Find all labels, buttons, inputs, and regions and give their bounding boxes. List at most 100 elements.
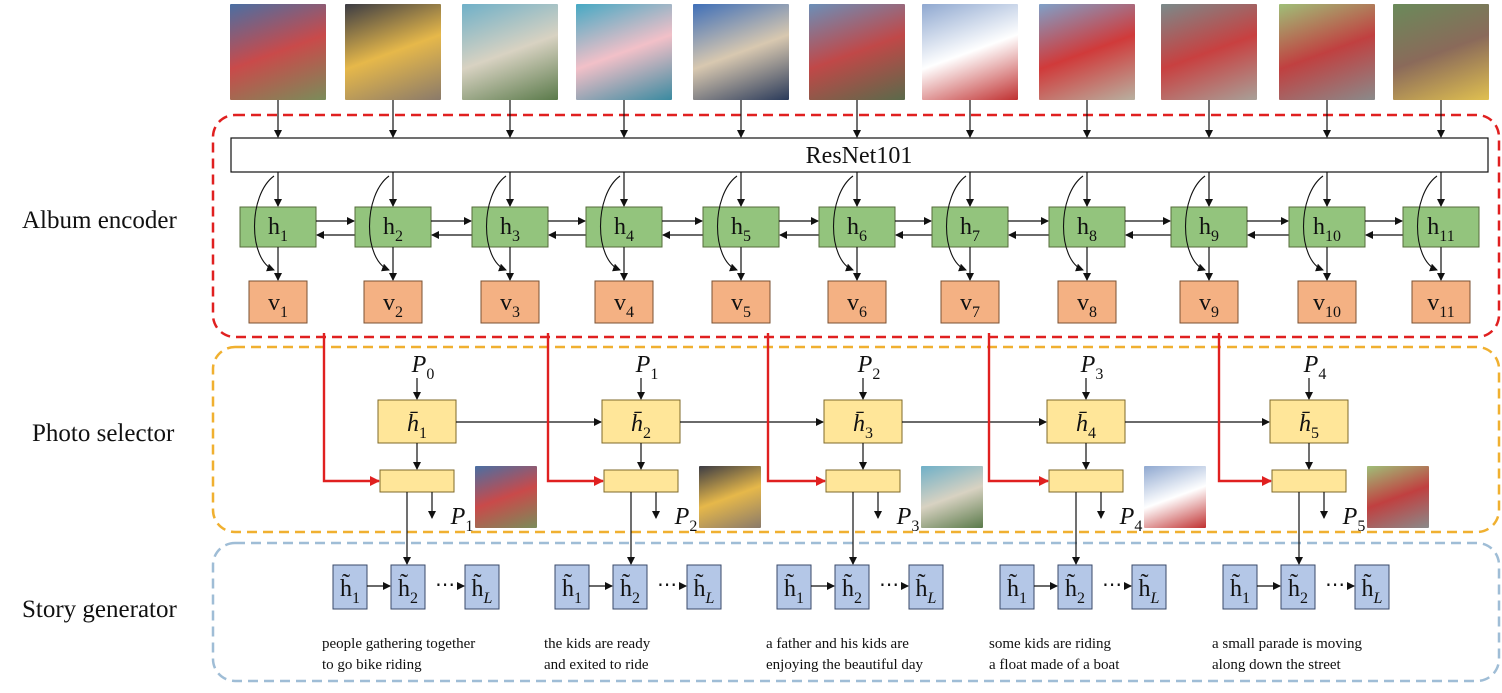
selector-hidden-box xyxy=(377,399,457,444)
story-hidden-box xyxy=(1280,564,1316,610)
selector-input-label-2: P2 xyxy=(857,352,881,383)
story-ellipsis: ⋯ xyxy=(435,572,455,596)
encoder-output-box xyxy=(248,280,308,324)
skip-connection xyxy=(1184,175,1206,272)
story-generator-border xyxy=(211,541,1501,683)
album-encoder-label: Album encoder xyxy=(22,207,177,234)
selector-hidden-box xyxy=(1269,399,1349,444)
album-photo-flags-street xyxy=(1279,4,1375,100)
story-hidden-box xyxy=(1131,564,1167,610)
selected-photo-2 xyxy=(699,466,761,528)
story-caption-4: some kids are riding a float made of a bo… xyxy=(989,634,1119,676)
encoder-hidden-label-5: h5 xyxy=(731,214,751,245)
encoder-output-label-8: v8 xyxy=(1077,290,1097,321)
photo-selector-label: Photo selector xyxy=(32,420,175,447)
selector-hidden-box xyxy=(601,399,681,444)
attention-box xyxy=(1271,469,1347,493)
story-caption-1: people gathering together to go bike ridi… xyxy=(322,634,475,676)
selection-arrow xyxy=(546,333,604,486)
encoder-hidden-label-9: h9 xyxy=(1199,214,1219,245)
resnet-bar xyxy=(230,137,1489,173)
selector-output-label-2: P2 xyxy=(674,504,698,535)
story-hidden-label-L: h̃L xyxy=(1362,573,1383,607)
story-ellipsis: ⋯ xyxy=(1325,572,1345,596)
story-hidden-box xyxy=(1057,564,1093,610)
encoder-output-label-5: v5 xyxy=(731,290,751,321)
selection-arrow xyxy=(766,333,826,486)
story-caption-line: along down the street xyxy=(1212,657,1341,673)
album-photo-trike-street xyxy=(1161,4,1257,100)
selector-input-label-0: P0 xyxy=(411,352,435,383)
selection-arrow xyxy=(1217,333,1272,486)
encoder-hidden-box xyxy=(931,206,1009,248)
selector-hidden-label-3: h̄3 xyxy=(853,411,873,442)
story-hidden-box xyxy=(332,564,368,610)
encoder-hidden-box xyxy=(471,206,549,248)
encoder-hidden-label-11: h11 xyxy=(1427,214,1454,245)
skip-connection xyxy=(1416,175,1438,272)
skip-connection xyxy=(716,175,738,272)
selector-output-label-1: P1 xyxy=(450,504,474,535)
encoder-output-box xyxy=(940,280,1000,324)
encoder-hidden-box xyxy=(1170,206,1248,248)
story-caption-line: a float made of a boat xyxy=(989,657,1120,673)
album-photo-dad-cart xyxy=(462,4,558,100)
selector-output-label-5: P5 xyxy=(1342,504,1366,535)
album-photo-kid-trike-road xyxy=(1393,4,1489,100)
selector-output-label-4: P4 xyxy=(1119,504,1143,535)
selector-hidden-label-1: h̄1 xyxy=(407,411,427,442)
story-hidden-box xyxy=(554,564,590,610)
story-hidden-label-1: h̃1 xyxy=(1230,573,1250,607)
skip-connection xyxy=(368,175,390,272)
encoder-output-label-10: v10 xyxy=(1313,290,1341,321)
selector-hidden-box xyxy=(1046,399,1126,444)
album-photo-kids-bike-seat xyxy=(345,4,441,100)
story-hidden-box xyxy=(464,564,500,610)
album-photo-boy-tricycle xyxy=(693,4,789,100)
album-photo-parade-bikes xyxy=(230,4,326,100)
skip-connection xyxy=(945,175,967,272)
encoder-hidden-label-2: h2 xyxy=(383,214,403,245)
story-hidden-label-L: h̃L xyxy=(1139,573,1160,607)
selector-input-label-3: P3 xyxy=(1080,352,1104,383)
story-caption-line: to go bike riding xyxy=(322,657,422,673)
story-hidden-box xyxy=(834,564,870,610)
story-caption-line: a father and his kids are xyxy=(766,636,909,652)
story-caption-line: and exited to ride xyxy=(544,657,649,673)
story-caption-line: some kids are riding xyxy=(989,636,1112,652)
story-hidden-box xyxy=(1354,564,1390,610)
encoder-hidden-box xyxy=(354,206,432,248)
encoder-hidden-label-10: h10 xyxy=(1313,214,1341,245)
story-generator-label: Story generator xyxy=(22,596,177,623)
story-hidden-label-2: h̃2 xyxy=(1288,573,1308,607)
encoder-output-label-4: v4 xyxy=(614,290,634,321)
encoder-hidden-label-4: h4 xyxy=(614,214,634,245)
story-caption-line: people gathering together xyxy=(322,636,476,652)
encoder-hidden-label-8: h8 xyxy=(1077,214,1097,245)
selected-photo-4 xyxy=(1144,466,1206,528)
album-photo-boy-red-trike xyxy=(1039,4,1135,100)
skip-connection xyxy=(599,175,621,272)
story-caption-2: the kids are ready and exited to ride xyxy=(544,634,650,676)
attention-box xyxy=(379,469,455,493)
skip-connection xyxy=(485,175,507,272)
selection-arrow xyxy=(322,333,380,486)
selector-input-label-4: P4 xyxy=(1303,352,1327,383)
encoder-hidden-label-3: h3 xyxy=(500,214,520,245)
selector-input-label-1: P1 xyxy=(635,352,659,383)
encoder-output-label-11: v11 xyxy=(1427,290,1454,321)
encoder-output-label-3: v3 xyxy=(500,290,520,321)
album-encoder-border xyxy=(211,113,1501,339)
selected-photo-5 xyxy=(1367,466,1429,528)
story-caption-line: the kids are ready xyxy=(544,636,651,652)
encoder-hidden-box xyxy=(1288,206,1366,248)
story-caption-line: enjoying the beautiful day xyxy=(766,657,924,673)
encoder-output-label-6: v6 xyxy=(847,290,867,321)
story-hidden-label-2: h̃2 xyxy=(620,573,640,607)
encoder-output-box xyxy=(363,280,423,324)
story-hidden-label-2: h̃2 xyxy=(398,573,418,607)
encoder-hidden-box xyxy=(702,206,780,248)
selected-photo-1 xyxy=(475,466,537,528)
encoder-output-box xyxy=(711,280,771,324)
